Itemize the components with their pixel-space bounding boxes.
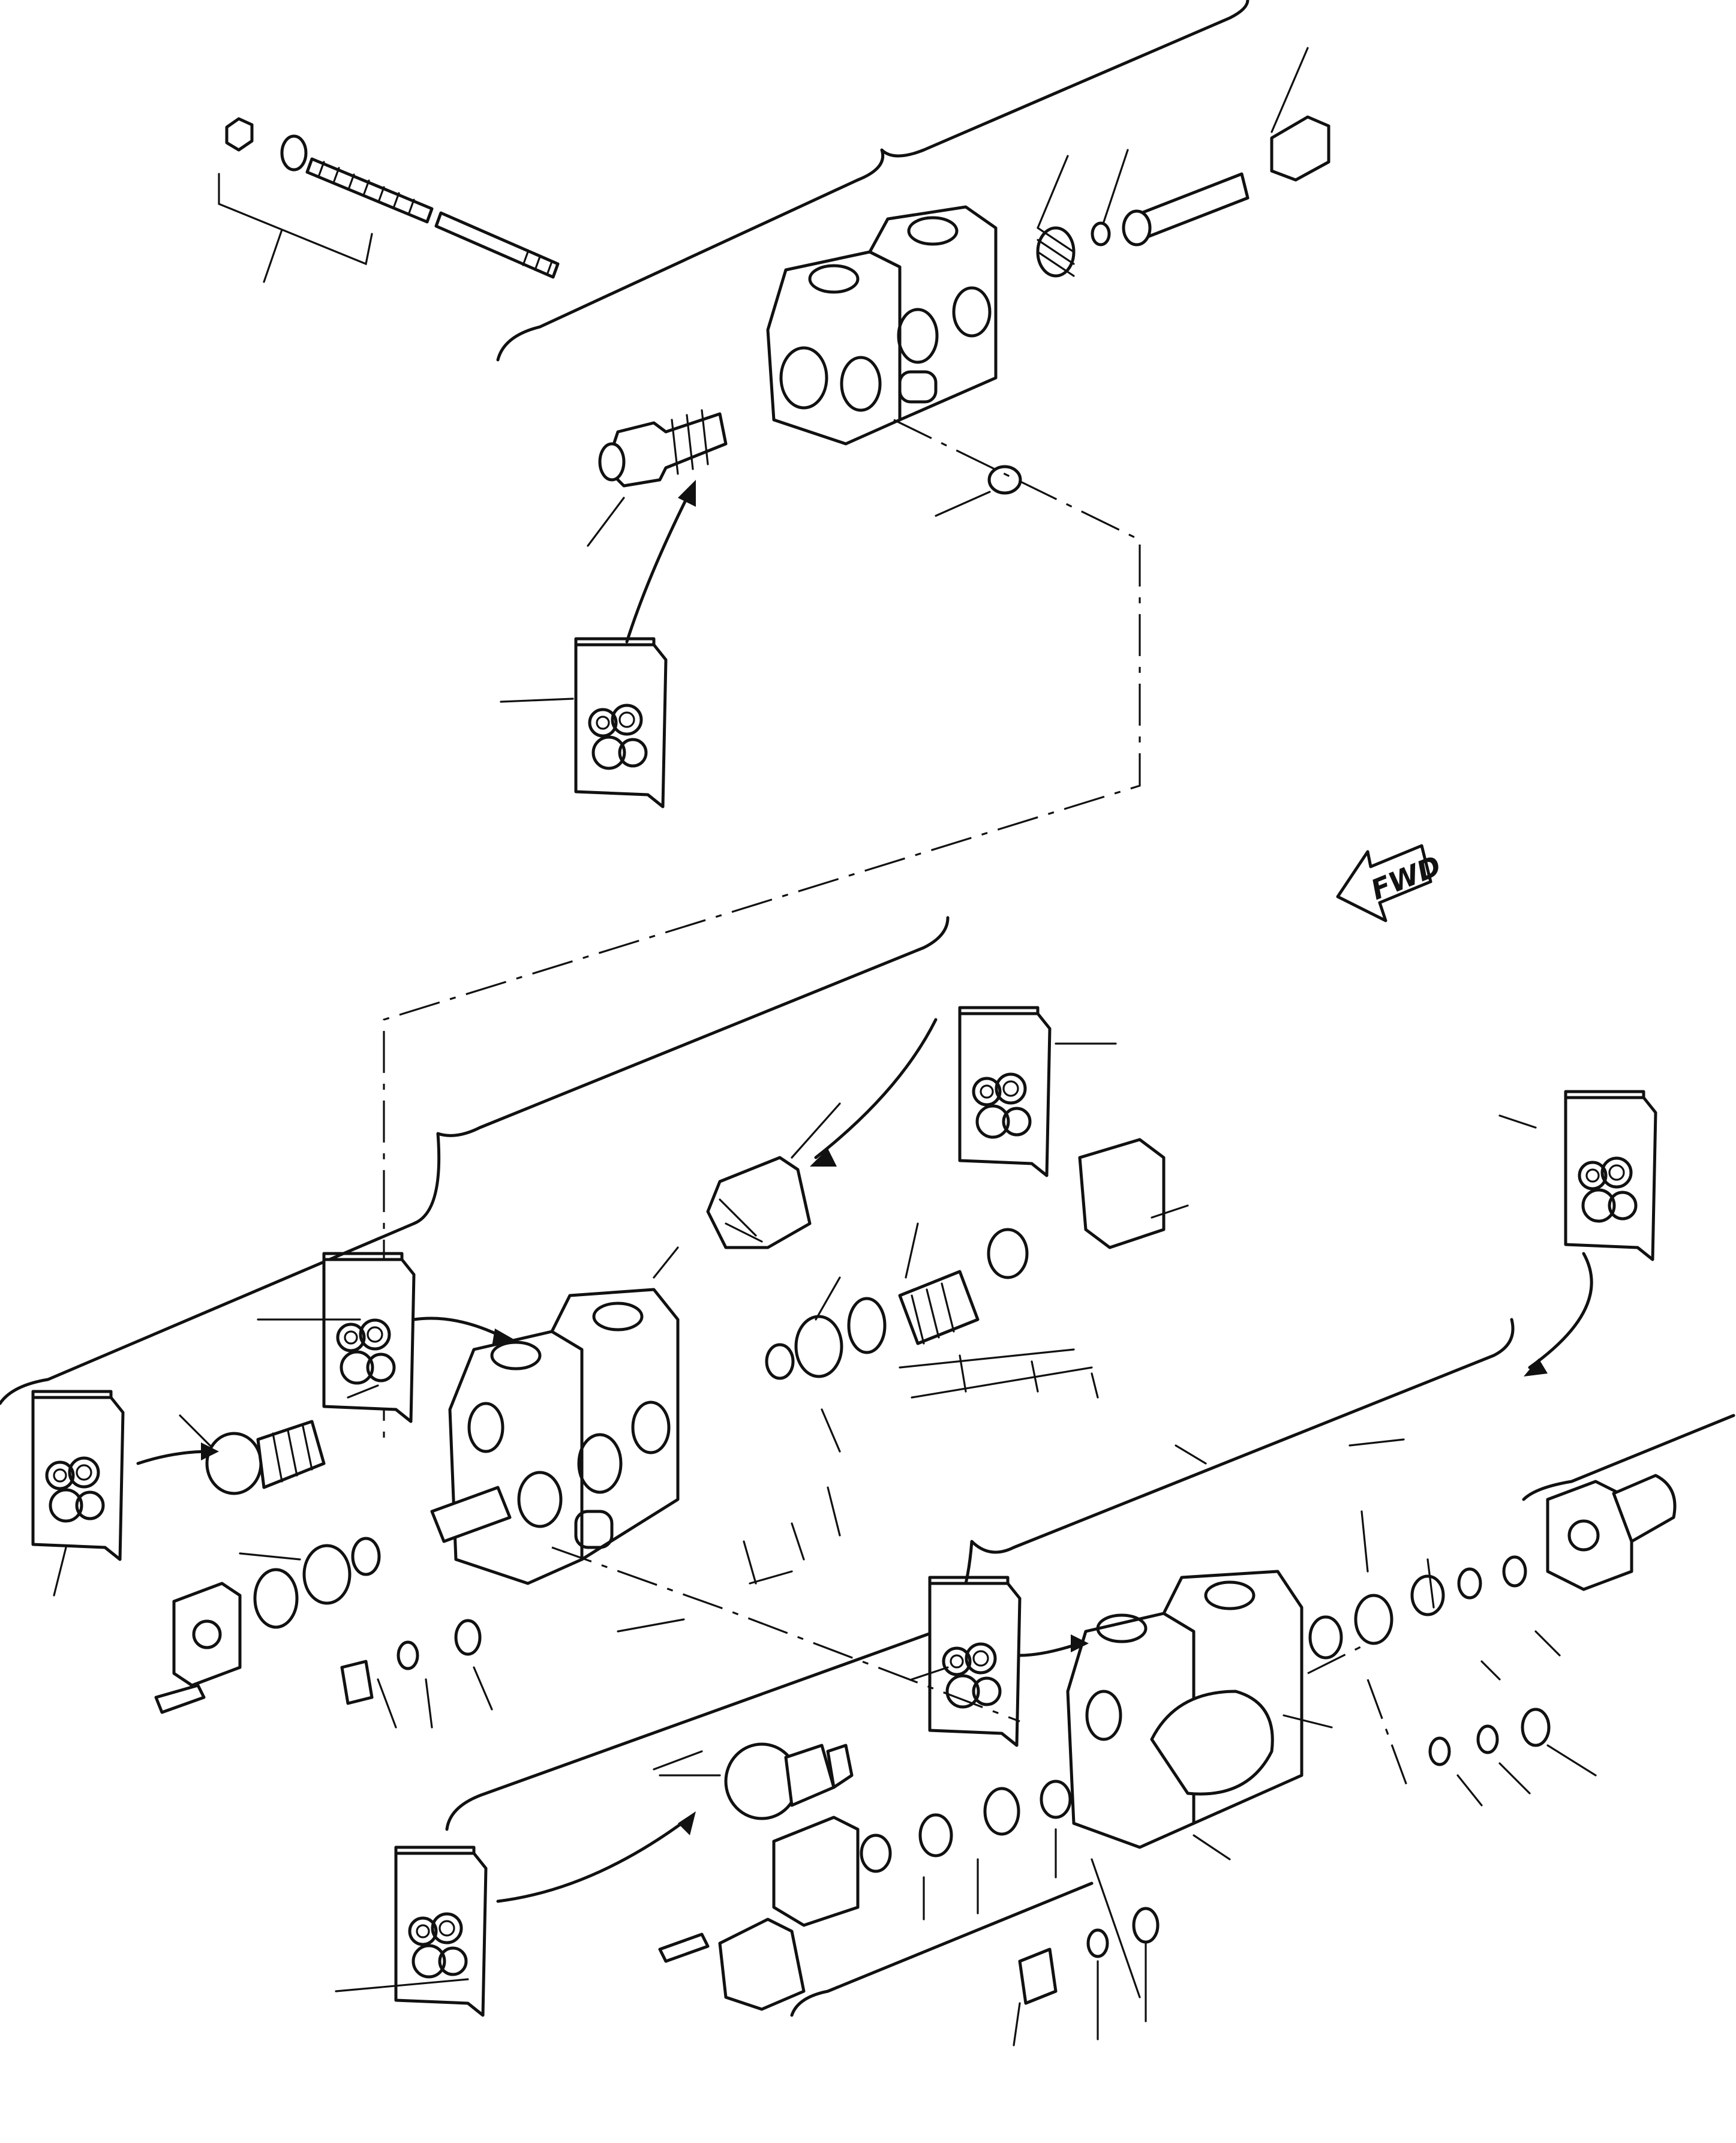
upper-valve-section — [218, 0, 1330, 1439]
tie-rod-assembly — [218, 117, 560, 283]
lower-valve-block — [1066, 1570, 1303, 1849]
spool-stem — [430, 1486, 512, 1543]
lower-right-spool-parts — [1308, 1555, 1527, 1660]
left-plug — [205, 1420, 326, 1495]
upper-bracket — [496, 0, 1250, 362]
leader-lines — [53, 1042, 1597, 2046]
middle-detent-parts — [340, 1619, 482, 1705]
seal-kit-icon — [33, 1391, 123, 1559]
upper-relief-cartridge — [587, 409, 728, 547]
upper-valve-block — [766, 205, 998, 446]
lower-right-cap — [1546, 1474, 1677, 1591]
upper-spool-parts — [1036, 47, 1330, 278]
middle-spool-parts — [765, 1138, 1189, 1399]
lower-detent-parts — [1018, 1708, 1551, 2005]
middle-valve-section — [0, 916, 1189, 1714]
middle-valve-block — [448, 1288, 680, 1585]
seal-kit-icon — [396, 1847, 486, 2015]
seal-kit-icon — [576, 639, 666, 807]
seal-kit-icon — [1566, 1092, 1656, 1260]
lower-relief-cartridge — [724, 1742, 854, 1820]
lower-left-cap — [658, 1780, 1072, 2011]
forward-direction-marker: FWD — [1336, 844, 1446, 922]
lower-valve-section — [396, 1092, 1735, 2017]
upper-o-ring — [987, 465, 1022, 495]
seal-kit-icon — [960, 1008, 1050, 1176]
seal-kit-icon — [930, 1577, 1020, 1745]
middle-washer — [302, 1544, 352, 1605]
middle-o-ring — [351, 1537, 381, 1576]
seal-kit-icon — [324, 1254, 414, 1421]
middle-flange — [154, 1568, 299, 1714]
middle-relief-cartridge — [706, 1156, 812, 1249]
